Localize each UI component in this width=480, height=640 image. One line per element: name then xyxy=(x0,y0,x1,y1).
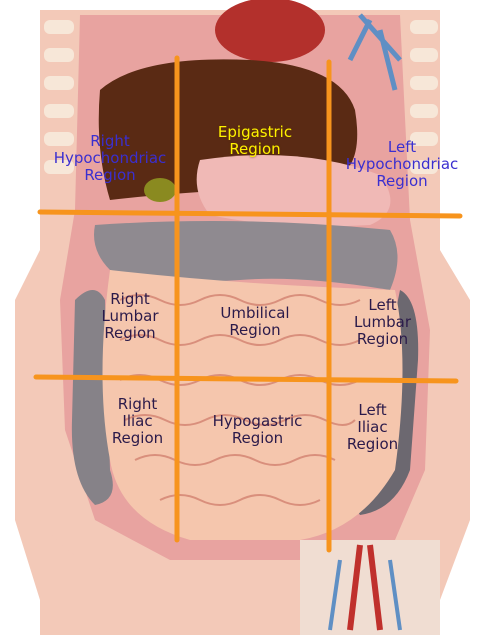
label-left-iliac: Left Iliac Region xyxy=(346,401,399,453)
lower-torso xyxy=(40,520,300,635)
region-divider-lines xyxy=(33,55,463,553)
descending-colon xyxy=(354,290,419,515)
gallbladder xyxy=(144,178,176,202)
horizontal-line-upper xyxy=(37,209,463,219)
heart xyxy=(215,0,325,62)
left-ribs xyxy=(44,20,74,174)
label-epigastric: Epigastric Region xyxy=(217,123,293,158)
label-left-hypochondriac: Left Hypochondriac Region xyxy=(345,138,459,190)
label-right-lumbar: Right Lumbar Region xyxy=(101,290,159,342)
label-right-iliac: Right Iliac Region xyxy=(111,395,164,447)
right-ribs xyxy=(410,20,438,174)
ascending-colon xyxy=(71,290,113,505)
pelvic-vessels xyxy=(347,544,383,631)
label-left-lumbar: Left Lumbar Region xyxy=(353,296,412,348)
horizontal-line-lower xyxy=(33,374,459,384)
label-umbilical: Umbilical Region xyxy=(220,304,290,339)
transverse-colon xyxy=(94,221,398,290)
pelvic-veins xyxy=(328,559,402,631)
label-right-hypochondriac: Right Hypochondriac Region xyxy=(53,132,167,184)
blood-vessels xyxy=(347,13,402,91)
label-hypogastric: Hypogastric Region xyxy=(212,412,303,447)
stomach xyxy=(196,155,391,227)
